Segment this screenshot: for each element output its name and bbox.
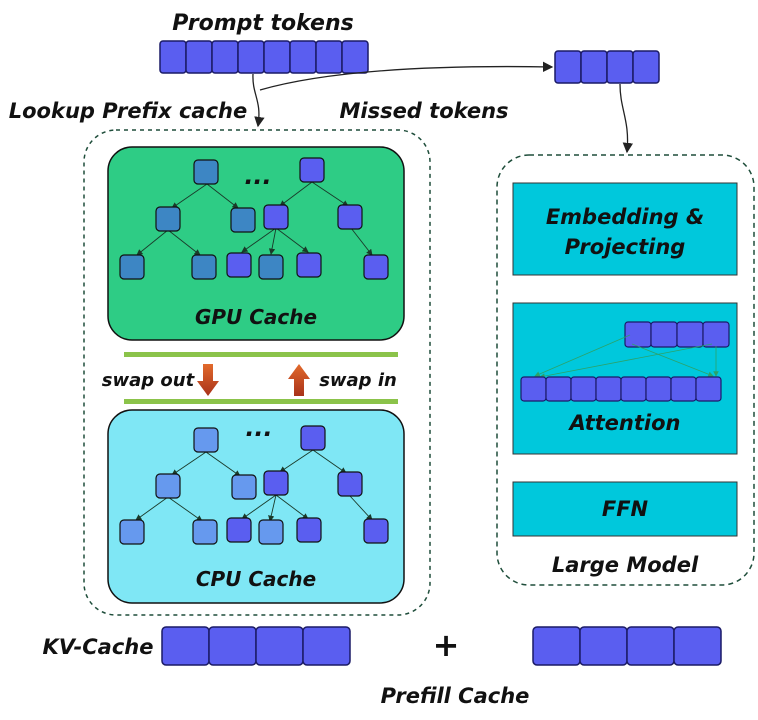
- to-model-arrow: [619, 83, 634, 154]
- new-node: [226, 517, 252, 543]
- cached-node: [155, 206, 181, 232]
- new-node: [300, 425, 326, 451]
- cached-node: [230, 207, 256, 233]
- missed-token-row: [554, 50, 660, 84]
- lookup-arrow: [252, 73, 265, 128]
- cached-node: [231, 474, 257, 500]
- swap-out-label: swap out: [102, 370, 196, 391]
- gpu-cache-panel: [107, 146, 405, 341]
- swap-out-arrow: [197, 364, 219, 396]
- gpu-tree-nodes: [119, 157, 389, 280]
- ffn-block: [512, 481, 738, 537]
- cpu-ellipsis: ...: [245, 414, 272, 442]
- embedding-block: [512, 182, 738, 276]
- prompt-token: [341, 40, 369, 74]
- cpu-tree-nodes: [119, 425, 389, 545]
- missed-token: [580, 50, 608, 84]
- embedding-label-line1: Embedding &: [546, 205, 704, 229]
- attention-links: [534, 334, 719, 379]
- cached-node: [258, 519, 284, 545]
- new-node: [263, 470, 289, 496]
- prefill-cache-label: Prefill Cache: [381, 684, 530, 708]
- kv-cache-label: KV-Cache: [43, 635, 154, 659]
- large-model-container: [496, 154, 755, 586]
- prompt-token: [289, 40, 317, 74]
- large-model-label: Large Model: [552, 553, 699, 577]
- gpu-tree-edges: [136, 181, 373, 256]
- missed-token: [554, 50, 582, 84]
- cached-node: [192, 519, 218, 545]
- cpu-tree-edges: [135, 449, 373, 522]
- new-node: [363, 518, 389, 544]
- new-node: [299, 157, 325, 183]
- missed-tokens-label: Missed tokens: [339, 99, 508, 123]
- cpu-cache-panel: [107, 409, 405, 604]
- new-node: [296, 517, 322, 543]
- prompt-token: [185, 40, 213, 74]
- missed-tokens-arrow: [259, 61, 554, 91]
- attention-query-row: [624, 321, 730, 348]
- plus-sign: +: [433, 626, 460, 664]
- new-node: [363, 254, 389, 280]
- lookup-prefix-cache-label: Lookup Prefix cache: [9, 99, 248, 123]
- cached-node: [119, 519, 145, 545]
- cached-node: [258, 254, 284, 280]
- kv-cache-token-row: [161, 626, 351, 666]
- prefill-cache-token-row: [532, 626, 722, 666]
- prompt-token-row: [159, 40, 369, 74]
- prompt-token: [211, 40, 239, 74]
- cached-node: [155, 473, 181, 499]
- prompt-token: [237, 40, 265, 74]
- cached-node: [193, 159, 219, 185]
- swap-in-arrow: [288, 364, 310, 396]
- attention-key-row: [520, 376, 722, 402]
- swap-in-label: swap in: [319, 370, 397, 391]
- missed-token: [606, 50, 634, 84]
- new-node: [337, 471, 363, 497]
- gpu-ellipsis: ...: [244, 162, 271, 190]
- cached-node: [119, 254, 145, 280]
- missed-token: [632, 50, 660, 84]
- prompt-tokens-label: Prompt tokens: [172, 11, 353, 36]
- ffn-label: FFN: [602, 497, 649, 521]
- new-node: [263, 204, 289, 230]
- divider-top: [124, 352, 398, 357]
- prefix-cache-container: [83, 129, 431, 616]
- embedding-label-line2: Projecting: [565, 235, 686, 259]
- prompt-token: [159, 40, 187, 74]
- gpu-cache-label: GPU Cache: [195, 305, 317, 329]
- new-node: [296, 252, 322, 278]
- new-node: [337, 204, 363, 230]
- divider-bottom: [124, 399, 398, 404]
- attention-label: Attention: [568, 411, 681, 435]
- prompt-token: [263, 40, 291, 74]
- new-node: [226, 252, 252, 278]
- cached-node: [191, 254, 217, 280]
- prompt-token: [315, 40, 343, 74]
- cpu-cache-label: CPU Cache: [196, 567, 316, 591]
- cached-node: [193, 427, 219, 453]
